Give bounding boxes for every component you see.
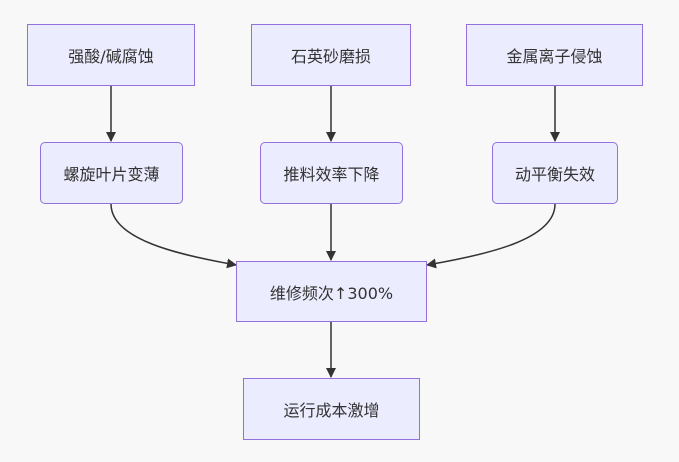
node-push-efficiency-drop: 推料效率下降 [260,142,403,204]
edge-balance-to-maint [426,203,556,269]
node-dynamic-balance-failure: 动平衡失效 [492,142,618,204]
node-screw-blade-thinning: 螺旋叶片变薄 [40,142,183,204]
edge-screw-to-maint [110,203,237,269]
node-metal-ion-erosion: 金属离子侵蚀 [466,24,643,86]
node-operating-cost-surge: 运行成本激增 [243,378,420,440]
node-maintenance-frequency: 维修频次↑300% [236,261,427,322]
node-acid-alkali-corrosion: 强酸/碱腐蚀 [27,24,195,86]
node-quartz-sand-wear: 石英砂磨损 [251,24,411,86]
